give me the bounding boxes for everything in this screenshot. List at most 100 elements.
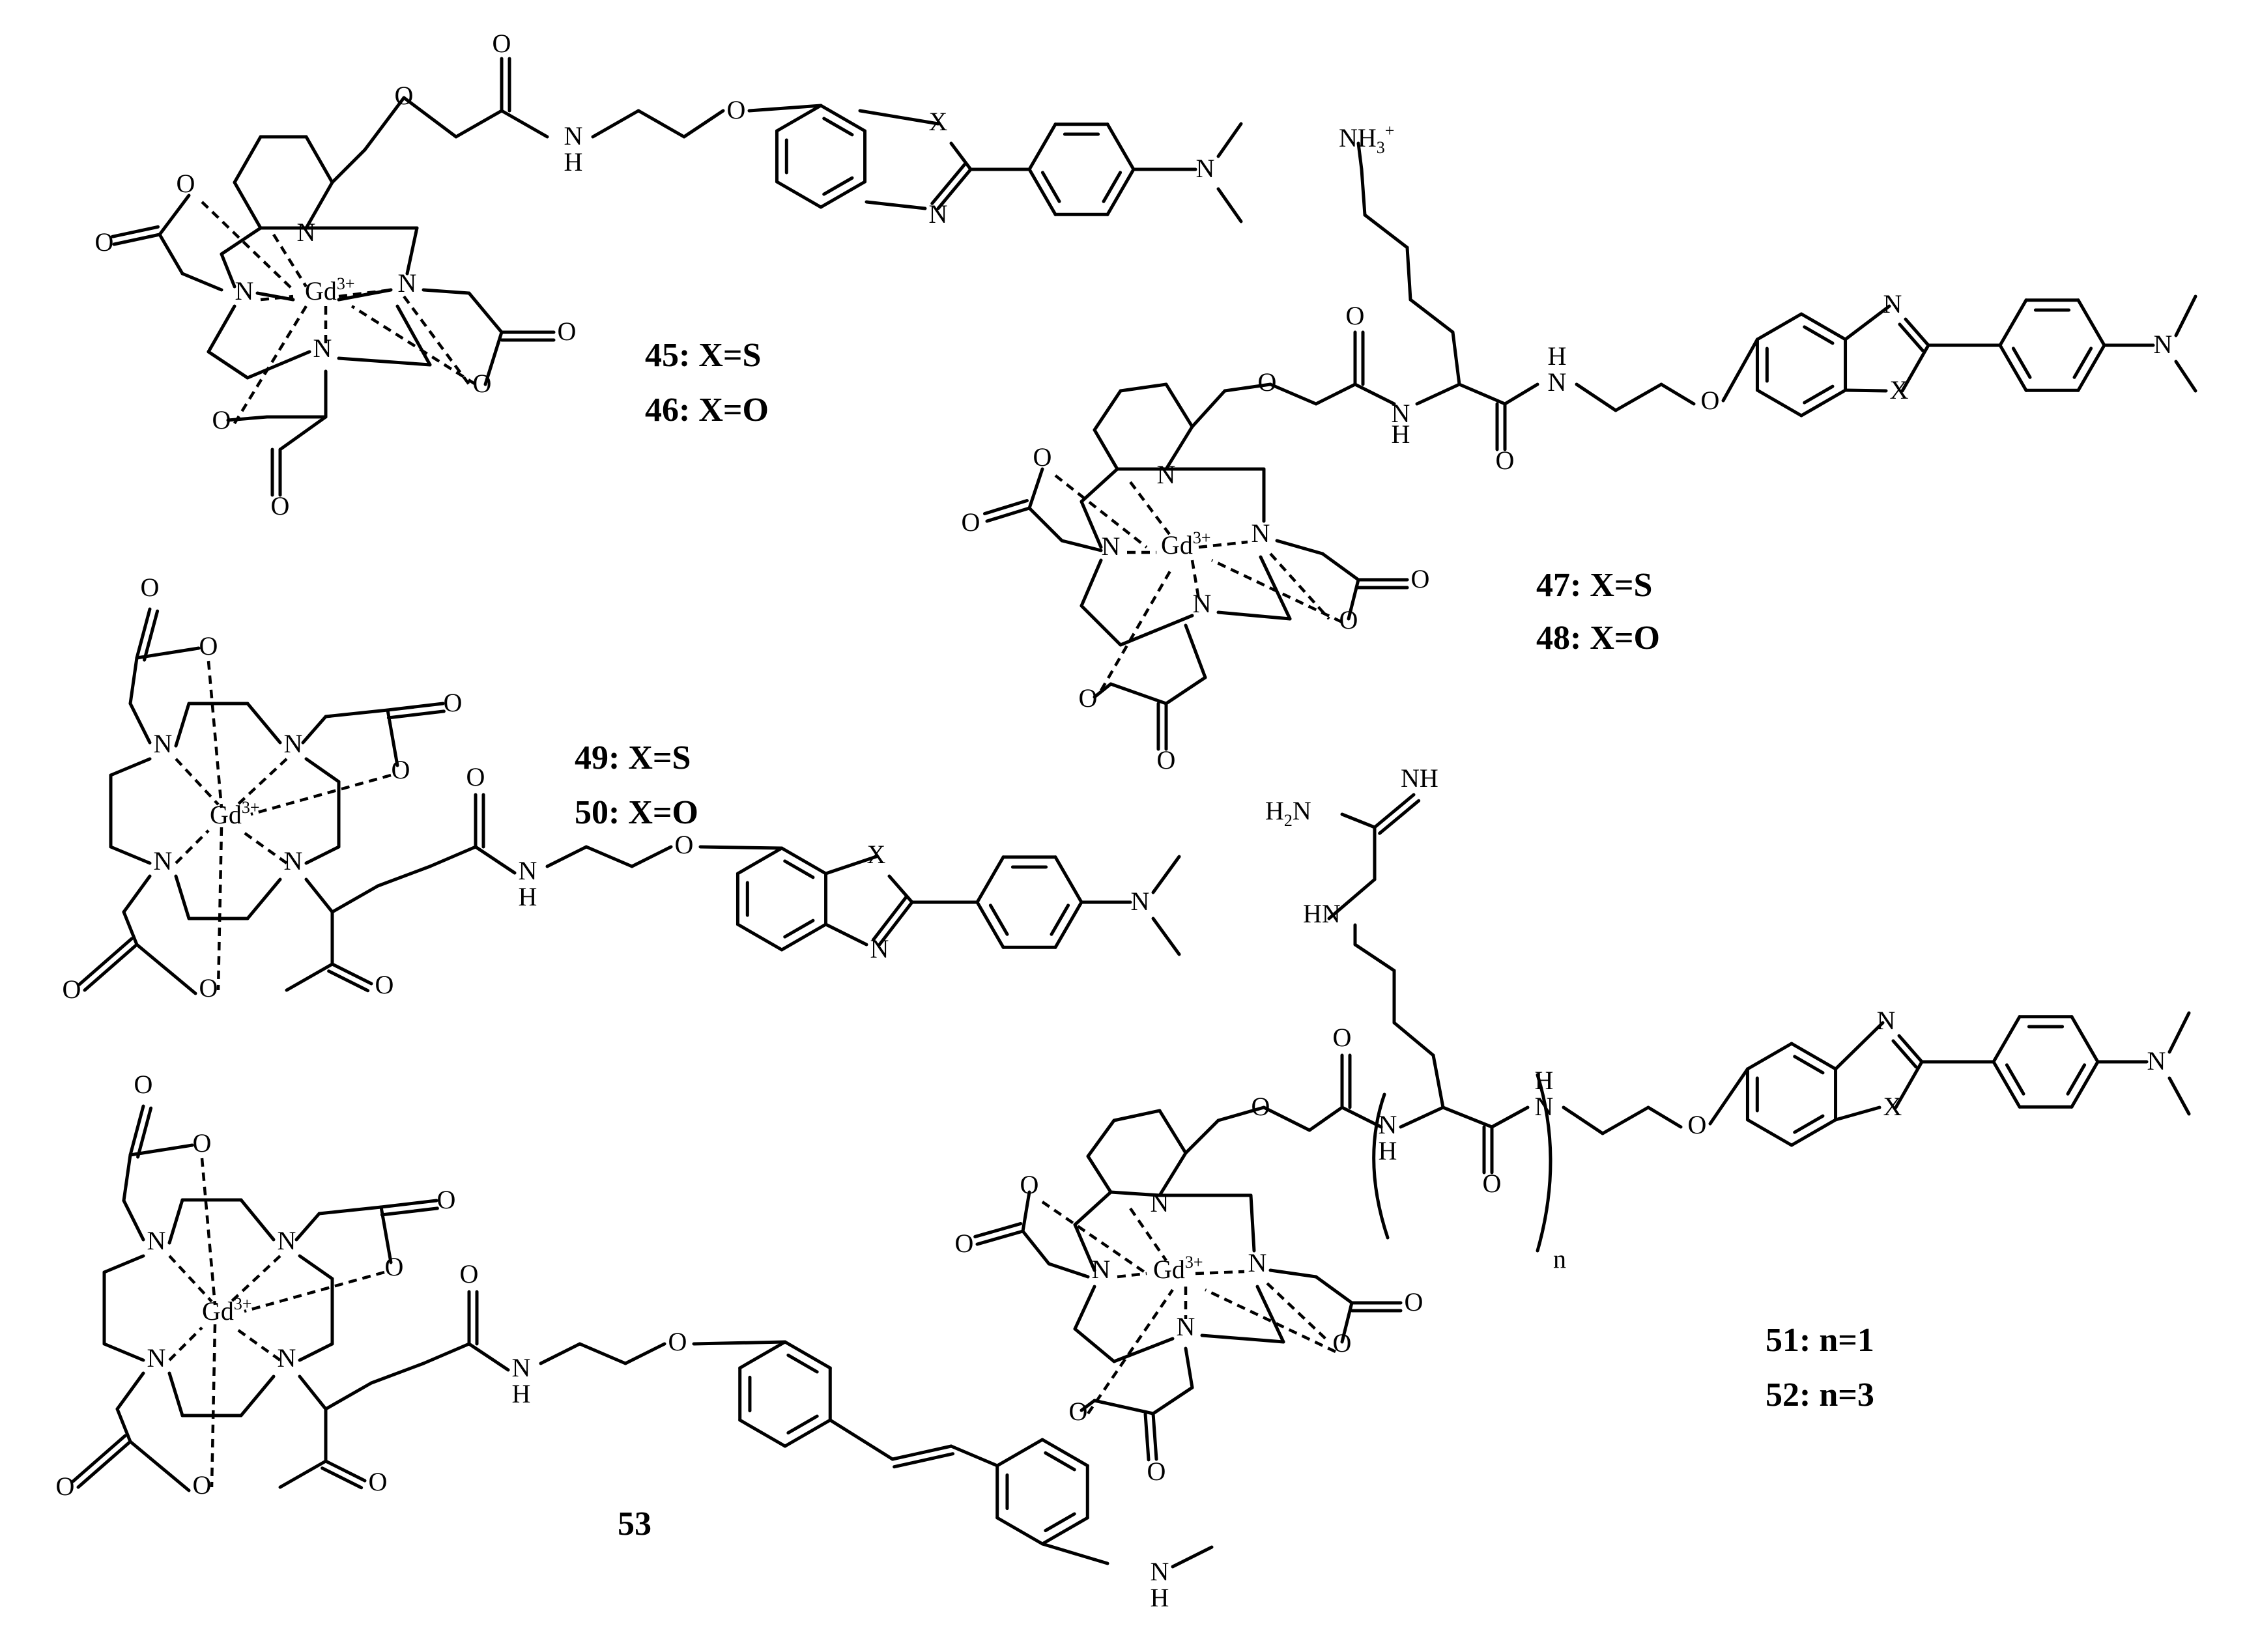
bond [1340, 1105, 1383, 1129]
amine-n: N [284, 846, 303, 876]
bond [405, 226, 419, 276]
bond [1900, 343, 1930, 393]
pyridine-bond [1164, 425, 1194, 471]
bond [1834, 1021, 1885, 1071]
ether-o: O [395, 81, 414, 110]
bond [2167, 1076, 2191, 1116]
double-bond [110, 225, 160, 238]
ring-bond [1745, 1118, 1794, 1147]
ring-bond [1998, 343, 2028, 392]
bond [122, 1199, 145, 1242]
ring-bond [1040, 1516, 1089, 1546]
carbonyl-o: O [466, 762, 485, 791]
bond [1340, 812, 1377, 829]
bond [324, 708, 390, 719]
bond [109, 845, 152, 865]
bond [109, 757, 152, 777]
bond [1080, 558, 1103, 608]
compound-label-53: 53 [618, 1505, 651, 1543]
ring-bond [975, 900, 1005, 949]
azole-n: N [1877, 1006, 1896, 1035]
compound-label-45: 45: X=S [645, 337, 761, 374]
svg-text:Gd3+: Gd3+ [1161, 528, 1211, 560]
double-bond [871, 896, 908, 942]
bond [682, 109, 725, 139]
ring-bond [995, 1516, 1044, 1546]
bond [115, 1407, 132, 1444]
bond [285, 962, 334, 992]
coordination-bond [244, 1270, 385, 1313]
carbonyl-o: O [955, 1229, 974, 1258]
svg-text:Gd3+: Gd3+ [210, 798, 260, 829]
bond [1457, 382, 1507, 406]
coordination-bond [1198, 540, 1248, 549]
amide-h: H [564, 147, 583, 177]
bond [828, 1418, 894, 1461]
ring-bond [1998, 298, 2028, 347]
double-bond [379, 1199, 438, 1209]
bond [337, 356, 432, 367]
bond [422, 1342, 471, 1365]
aromatic-bond [1102, 171, 1123, 203]
carbonyl-o: O [1411, 564, 1430, 593]
bond [1171, 1545, 1214, 1569]
aromatic-bond [783, 919, 815, 939]
carboxyl-o: O [1079, 683, 1098, 713]
amine-n: N [154, 729, 173, 758]
bond [1259, 555, 1292, 621]
bond [1844, 304, 1891, 341]
bond [1027, 506, 1064, 543]
carboxyl-o: O [1020, 1170, 1039, 1199]
bond [1073, 1223, 1096, 1272]
guanidine-imine: NH [1401, 763, 1438, 793]
bond [698, 845, 784, 850]
guanidine-hn: HN [1303, 899, 1341, 928]
coordination-bond [1205, 1288, 1336, 1354]
pyridine-n: N [1151, 1188, 1169, 1218]
coordination-bond [350, 305, 477, 386]
coordination-bond [230, 1255, 281, 1303]
amine-n: N [154, 846, 173, 876]
x-atom: X [1890, 375, 1909, 405]
double-bond [112, 233, 162, 246]
azole-n: N [929, 199, 948, 229]
carbonyl-o: O [444, 688, 463, 717]
coordination-bond [1129, 481, 1171, 535]
bond [255, 291, 295, 302]
bond [135, 646, 201, 660]
bond [1503, 382, 1539, 406]
svg-text:Gd3+: Gd3+ [202, 1294, 252, 1326]
coordination-bond [1129, 1207, 1167, 1262]
double-bond [930, 162, 967, 205]
compound-label-47: 47: X=S [1536, 567, 1652, 604]
amide-n: N [1548, 367, 1567, 397]
carboxyl-o: O [199, 631, 218, 661]
gd-ion-45: Gd3+ [305, 274, 355, 306]
aromatic-bond [783, 859, 815, 879]
carboxyl-o: O [193, 1470, 212, 1500]
bond [1405, 246, 1412, 302]
carbonyl-o: O [437, 1185, 456, 1214]
compound-label-48: 48: X=O [1536, 620, 1660, 657]
aromatic-bond [1044, 1451, 1076, 1472]
compound-label-52: 52: n=3 [1766, 1376, 1874, 1414]
coordination-bond [210, 1324, 217, 1488]
double-bond [135, 607, 152, 660]
pyridine-bond [1086, 1154, 1113, 1194]
pyridine-n: N [297, 218, 316, 247]
bond [1268, 382, 1318, 406]
bond [1216, 187, 1243, 223]
bond [369, 1361, 425, 1385]
double-bond [136, 1106, 153, 1159]
amide-n: N [512, 1353, 531, 1382]
svg-text:H2N: H2N [1265, 796, 1311, 830]
bond [1109, 682, 1168, 705]
compound-label-51: 51: n=1 [1766, 1322, 1874, 1359]
bond [220, 252, 236, 289]
coordination-bond [1269, 552, 1330, 620]
amide-n: N [519, 856, 537, 885]
aromatic-bond [1803, 325, 1835, 345]
ring-bond [736, 846, 784, 876]
